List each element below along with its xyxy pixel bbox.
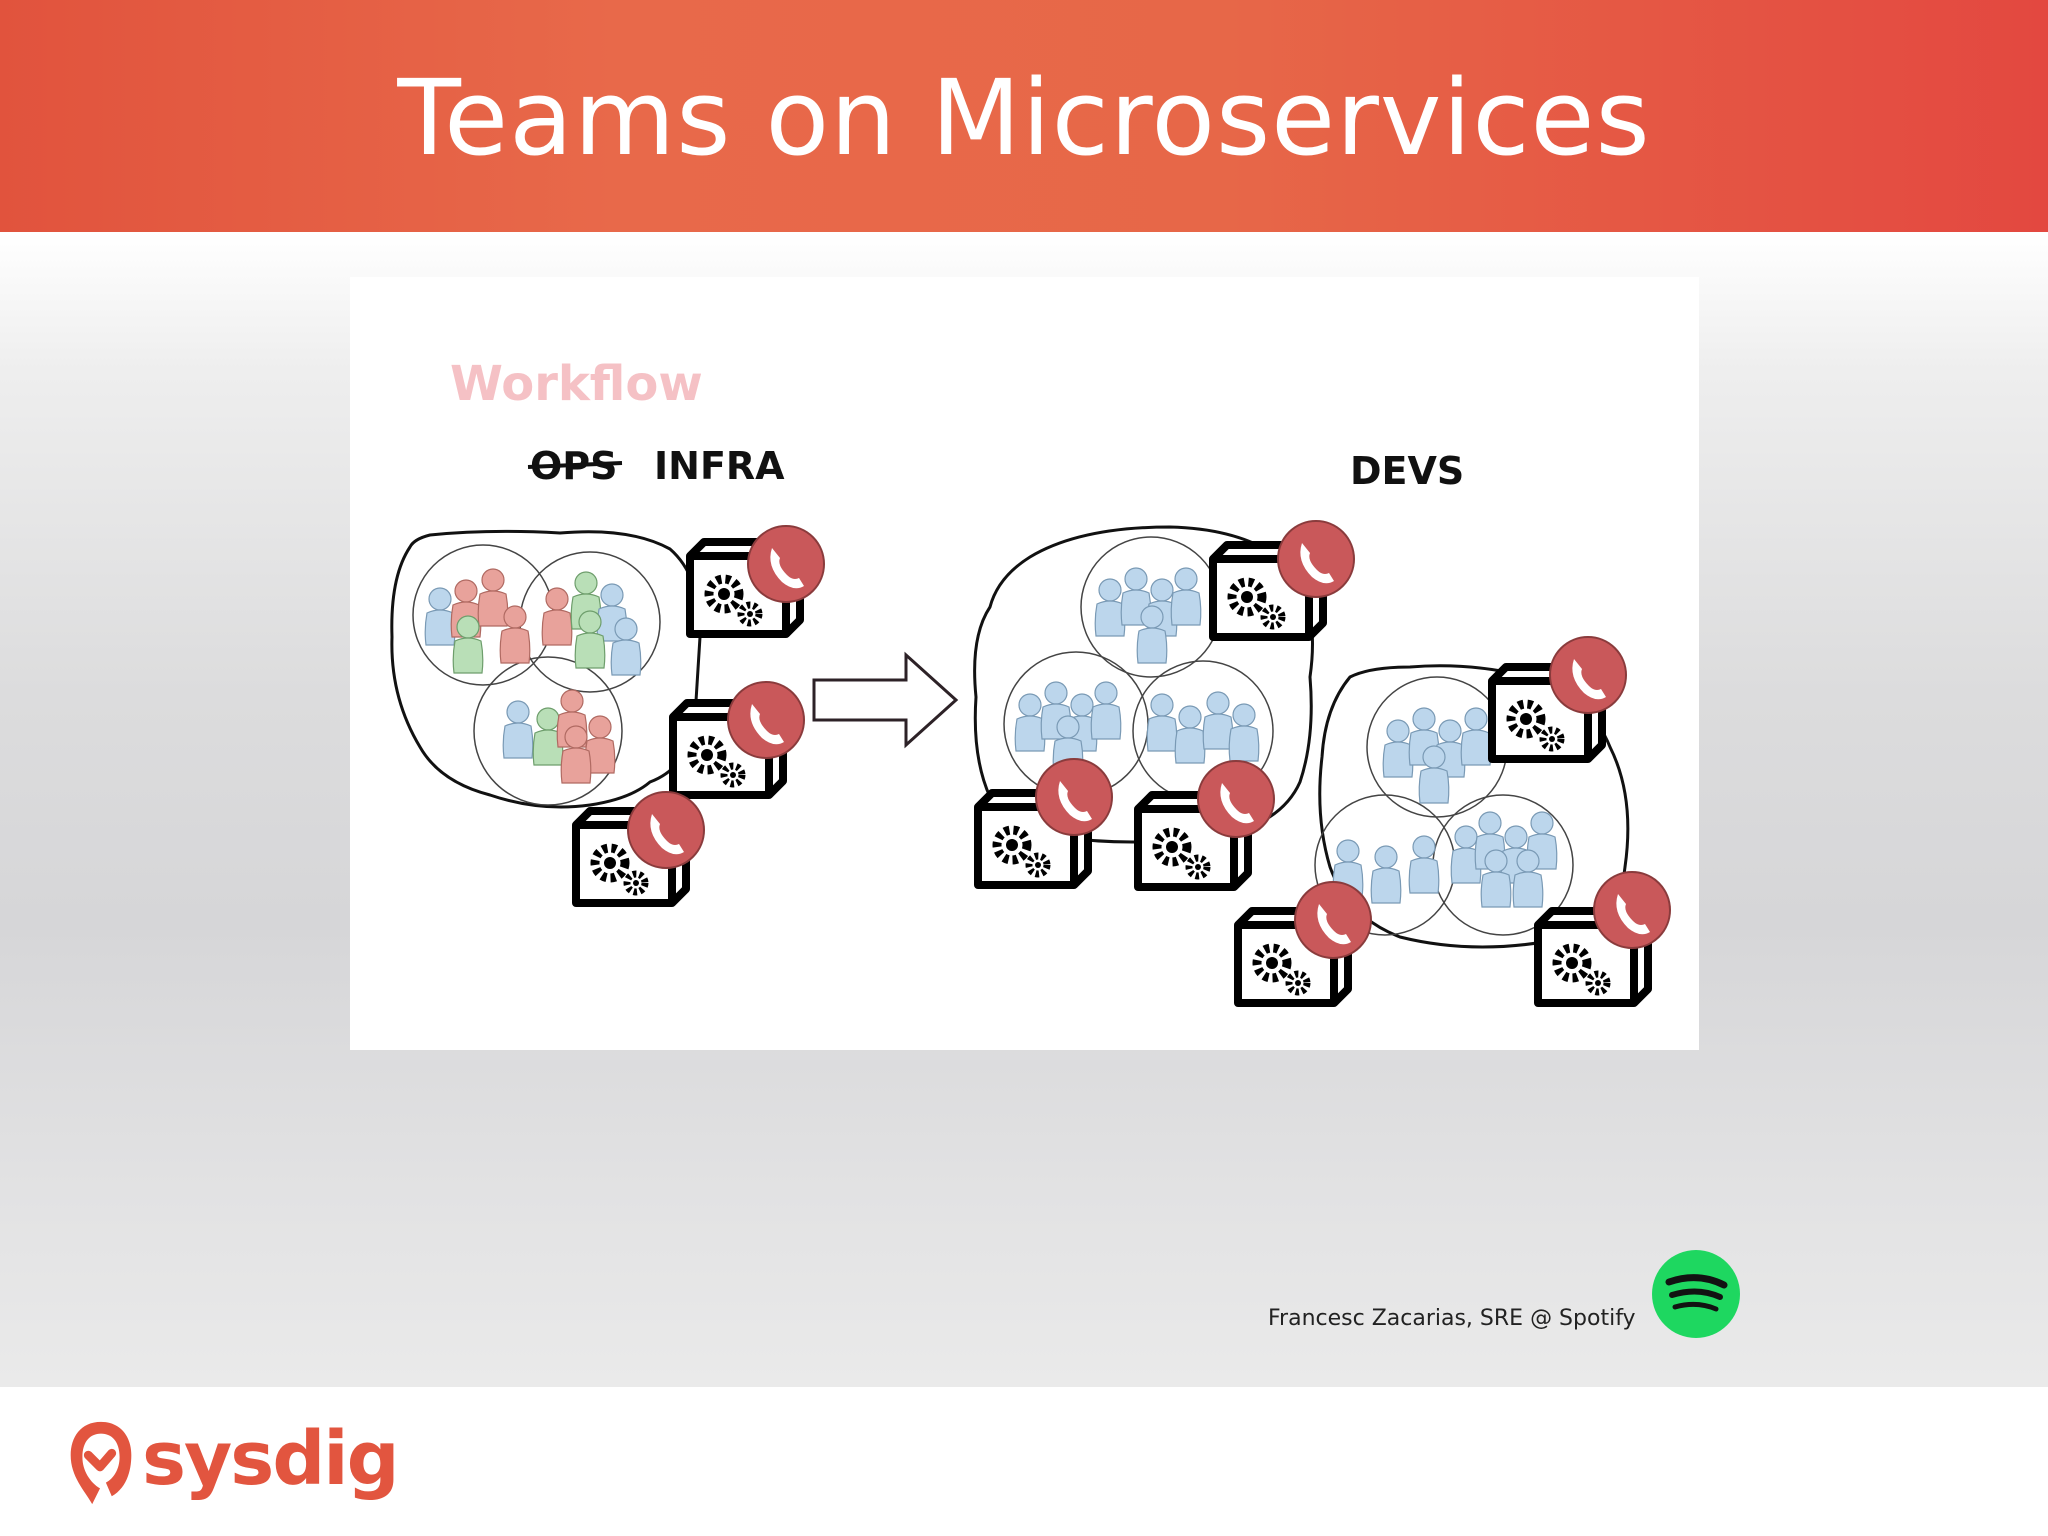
- phone-icon: [1294, 881, 1372, 959]
- workflow-label: Workflow: [450, 356, 703, 412]
- phone-icon: [1549, 636, 1627, 714]
- infra-group-circle: [473, 656, 623, 806]
- phone-icon: [1593, 871, 1671, 949]
- arrow-icon: [812, 651, 959, 749]
- phone-icon: [747, 525, 825, 603]
- sysdig-logo-icon: [70, 1421, 132, 1505]
- dev-team-cloud: [973, 525, 1314, 844]
- header-bar: Teams on Microservices: [0, 0, 2048, 232]
- people-icon-group: [424, 568, 531, 674]
- sysdig-logo-text: sysdig: [142, 1416, 400, 1502]
- infra-team-cloud: [390, 529, 702, 809]
- phone-icon: [1277, 520, 1355, 598]
- infra-label: INFRA: [654, 444, 785, 488]
- footer-bar: [0, 1387, 2048, 1536]
- phone-icon: [727, 681, 805, 759]
- slide-title: Teams on Microservices: [397, 57, 1651, 179]
- workflow-diagram: Workflow OPS INFRA DEVS: [350, 277, 1699, 1050]
- phone-icon: [627, 791, 705, 869]
- spotify-logo-icon: [1652, 1250, 1740, 1338]
- ops-strikethrough: [527, 461, 623, 469]
- devs-label: DEVS: [1350, 449, 1464, 493]
- people-icon-group: [502, 689, 616, 784]
- phone-icon: [1197, 760, 1275, 838]
- people-icon-group: [541, 571, 642, 676]
- phone-icon: [1035, 758, 1113, 836]
- speaker-credit: Francesc Zacarias, SRE @ Spotify: [1268, 1306, 1636, 1331]
